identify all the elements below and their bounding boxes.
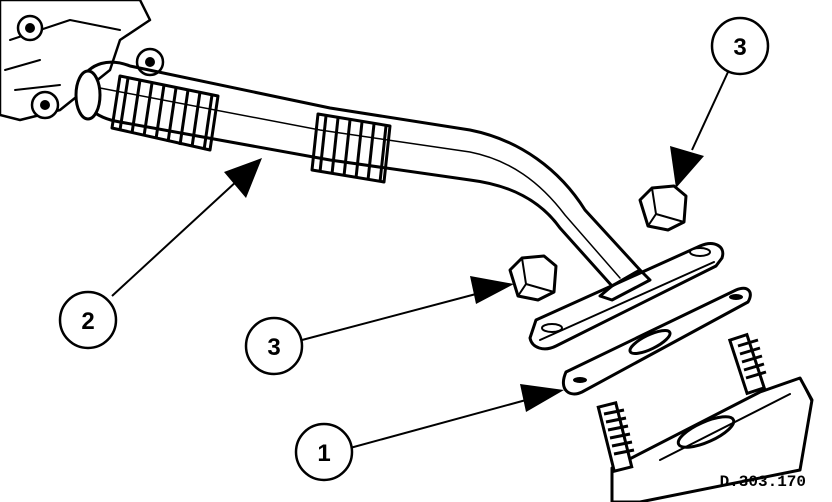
callout-3b: 3 <box>244 316 304 376</box>
leader-arrow <box>349 384 564 449</box>
nut <box>638 184 688 232</box>
manifold-bolt <box>30 90 60 120</box>
stud <box>727 332 767 396</box>
callout-1: 1 <box>294 422 354 482</box>
manifold-bolt <box>16 14 44 42</box>
pipe-corrugation <box>110 74 220 152</box>
pipe-flange <box>528 242 725 351</box>
callout-label: 1 <box>317 440 330 467</box>
leader-arrow <box>111 158 262 297</box>
callout-2: 2 <box>58 290 118 350</box>
stud <box>596 400 635 474</box>
pipe-corrugation <box>310 112 392 184</box>
egr-pipe <box>74 60 725 351</box>
callout-label: 3 <box>733 34 746 61</box>
leader-arrow <box>670 71 729 188</box>
exhaust-port-base <box>610 376 814 502</box>
leader-arrow <box>301 276 514 341</box>
callout-3a: 3 <box>710 16 770 76</box>
gasket <box>561 286 752 396</box>
callout-label: 2 <box>81 308 94 335</box>
nut <box>508 254 558 302</box>
callout-label: 3 <box>267 334 280 361</box>
reference-code: D.303.170 <box>720 473 806 491</box>
